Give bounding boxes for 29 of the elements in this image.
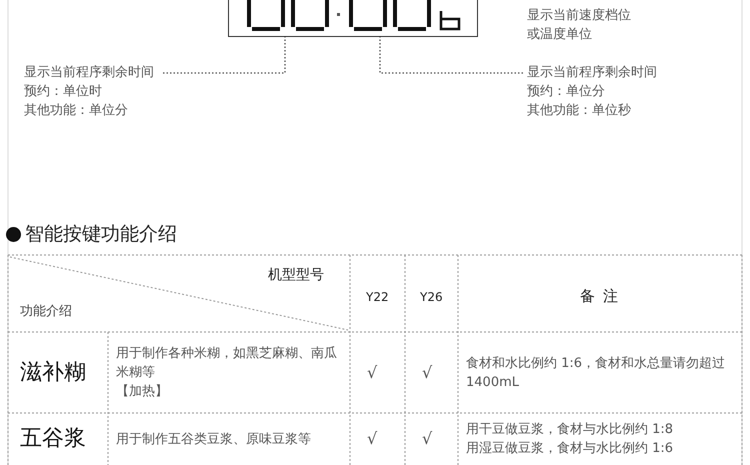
check-mark: √ — [367, 429, 378, 448]
leader-line — [379, 37, 523, 74]
annotation-text: 预约：单位分 — [527, 83, 606, 101]
section-heading: 智能按键功能介绍 — [25, 222, 177, 247]
check-mark: √ — [422, 362, 432, 382]
annotation-text: 或温度单位 — [527, 26, 592, 44]
check-mark: √ — [422, 429, 432, 448]
annotation-text: 预约：单位时 — [24, 83, 103, 101]
table-cell-text: 用干豆做豆浆，食材与水比例约 1:8 — [466, 421, 674, 439]
annotation-text: 显示当前速度档位 — [527, 7, 631, 25]
table-cell-text: 食材和水比例约 1:6，食材和水总量请勿超过 1400mL — [466, 354, 726, 392]
annotation-text: 其他功能：单位秒 — [527, 102, 632, 120]
annotation-text: 显示当前程序剩余时间 — [527, 64, 658, 82]
table-header: 机型型号 — [268, 266, 324, 285]
check-mark: √ — [367, 362, 378, 382]
table-header: Y22 — [366, 289, 389, 306]
annotation-text: 显示当前程序剩余时间 — [24, 64, 155, 82]
row-heading: 五谷浆 — [20, 425, 86, 453]
table-cell-text: 用于制作五谷类豆浆、原味豆浆等 — [116, 430, 311, 448]
annotation-text: 其他功能：单位分 — [24, 102, 129, 120]
table-cell-text: 【加热】 — [116, 383, 168, 401]
table-header: 功能介绍 — [20, 303, 72, 321]
leader-line — [163, 37, 286, 74]
table-header: Y26 — [420, 289, 443, 306]
table-cell-text: 用湿豆做豆浆，食材与水比例约 1:6 — [466, 440, 674, 458]
table-cell-text: 用于制作各种米糊，如黑芝麻糊、南瓜米糊等 — [116, 345, 338, 382]
row-heading: 滋补糊 — [20, 358, 86, 386]
table-header: 备注 — [580, 287, 626, 306]
lcd-display-drawing — [228, 0, 478, 37]
